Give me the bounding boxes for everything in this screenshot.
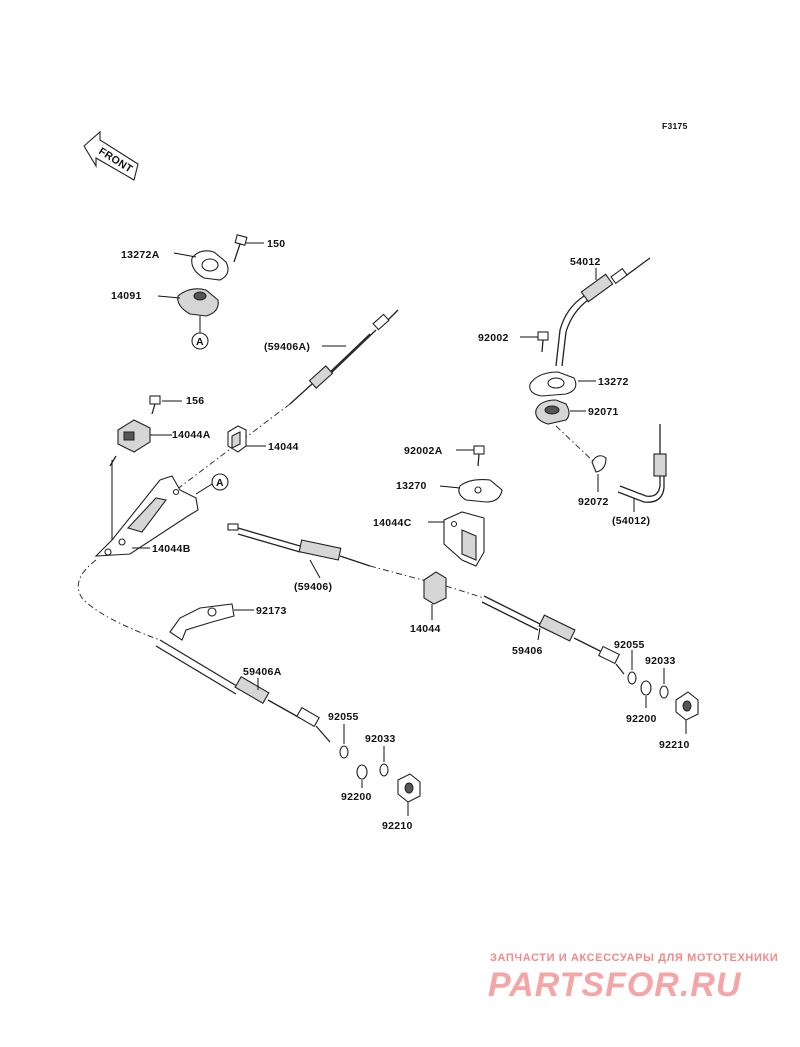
label-92210-right: 92210 (659, 739, 690, 751)
label-14044A: 14044A (172, 429, 211, 441)
bracket-14044C-part (443, 511, 485, 567)
label-92033-right: 92033 (645, 655, 676, 667)
gasket-13272A-part (191, 250, 229, 281)
label-54012: 54012 (570, 256, 601, 268)
label-14091: 14091 (111, 290, 142, 302)
lever-92173-part (169, 603, 235, 641)
boot-14091-part (177, 288, 219, 350)
label-59406A: 59406A (243, 666, 282, 678)
label-13270: 13270 (396, 480, 427, 492)
clamp-14044-top-part (227, 425, 247, 453)
plate-13272-part (529, 371, 577, 397)
label-14044-top: 14044 (268, 441, 299, 453)
cable-59406-right (445, 585, 625, 675)
label-14044C: 14044C (373, 517, 412, 529)
clamp-14044-mid-part (423, 571, 447, 605)
grommet-92071-part (535, 399, 570, 425)
cable-59406A-upper (289, 309, 399, 405)
label-13272: 13272 (598, 376, 629, 388)
washer-92055-left (339, 745, 349, 759)
bolt-92002-part (537, 331, 549, 353)
clamp-14044A-part (109, 419, 151, 467)
watermark-logo: PARTSFOR.RU (488, 966, 742, 1004)
label-92055-left: 92055 (328, 711, 359, 723)
label-54012-paren: (54012) (612, 515, 650, 527)
label-92210-left: 92210 (382, 820, 413, 832)
label-14044B: 14044B (152, 543, 191, 555)
watermark-tagline: ЗАПЧАСТИ И АКСЕССУАРЫ ДЛЯ МОТОТЕХНИКИ (490, 952, 779, 964)
label-92200-right: 92200 (626, 713, 657, 725)
label-156: 156 (186, 395, 204, 407)
label-92173: 92173 (256, 605, 287, 617)
bolt-150-part (233, 234, 264, 263)
nut-92210-right (675, 691, 699, 721)
label-59406-paren: (59406) (294, 581, 332, 593)
label-59406: 59406 (512, 645, 543, 657)
label-13272A: 13272A (121, 249, 160, 261)
washer-92200-right (640, 680, 652, 696)
cable-59406-middle (227, 523, 431, 583)
label-92033-left: 92033 (365, 733, 396, 745)
callout-a-lower: A (216, 477, 224, 489)
bolt-156-part (149, 395, 161, 415)
label-92072: 92072 (578, 496, 609, 508)
label-92055-right: 92055 (614, 639, 645, 651)
callout-a-upper: A (196, 336, 204, 348)
label-14044-mid: 14044 (410, 623, 441, 635)
plate-13270-part (458, 479, 503, 503)
cable-54012-lower-part (617, 424, 667, 503)
label-59406A-paren: (59406A) (264, 341, 310, 353)
label-92002: 92002 (478, 332, 509, 344)
lockwasher-92033-right (659, 685, 669, 699)
label-92200-left: 92200 (341, 791, 372, 803)
lockwasher-92033-left (379, 763, 389, 777)
cable-59406A-lower (155, 639, 331, 743)
clip-92072-part (591, 455, 607, 473)
label-92002A: 92002A (404, 445, 443, 457)
washer-92200-left (356, 764, 368, 780)
label-150: 150 (267, 238, 285, 250)
washer-92055-right (627, 671, 637, 685)
front-arrow-icon: FRONT (83, 130, 139, 181)
label-92071: 92071 (588, 406, 619, 418)
nut-92210-left (397, 773, 421, 803)
figure-number: F3175 (662, 121, 688, 131)
bolt-92002A-part (473, 445, 485, 467)
cable-54012-part (555, 257, 651, 367)
bracket-14044B-part (94, 460, 199, 557)
